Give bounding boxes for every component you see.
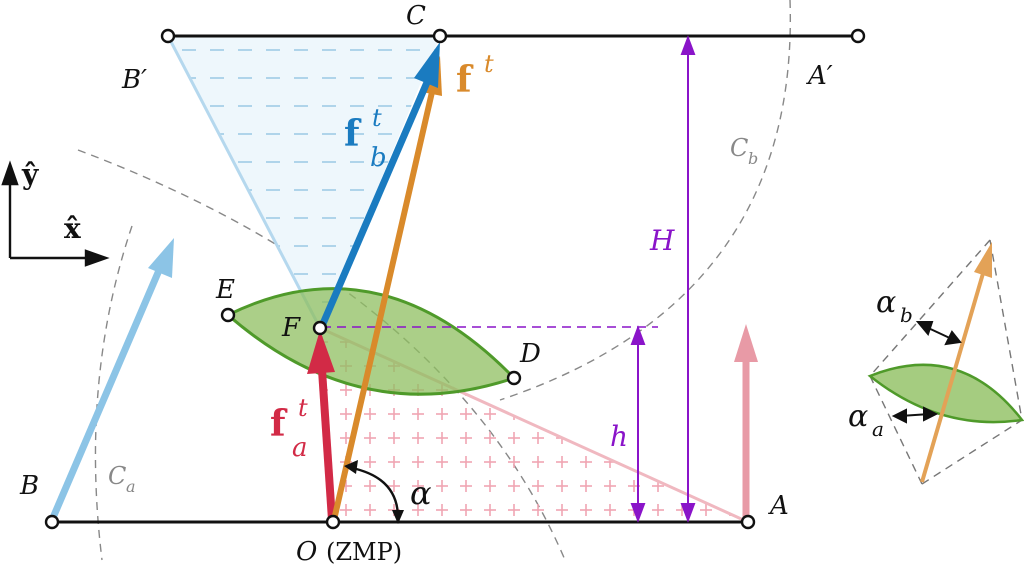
label-f: F bbox=[281, 313, 301, 343]
label-alpha-a: α bbox=[848, 399, 868, 434]
pink-force-arrow bbox=[734, 324, 758, 520]
label-alpha-b: α bbox=[876, 285, 896, 320]
label-fb-force-sup: t bbox=[372, 104, 382, 132]
label-axis-x: x̂ bbox=[64, 212, 81, 245]
light-blue-force-arrow bbox=[48, 238, 174, 522]
upper-friction-hatch bbox=[168, 36, 440, 328]
label-alpha-b-sub: b bbox=[900, 303, 913, 327]
edge-bprime-f bbox=[166, 35, 322, 329]
label-o: O bbox=[296, 537, 317, 567]
label-alpha: α bbox=[410, 474, 432, 512]
point-b bbox=[44, 514, 60, 530]
label-alpha-a-sub: a bbox=[872, 417, 884, 441]
label-fb-force-sub: b bbox=[370, 143, 387, 173]
label-f-force-sup: t bbox=[484, 50, 494, 78]
stability-lens bbox=[225, 287, 517, 396]
curve-ca-lower bbox=[94, 225, 133, 561]
point-aprime bbox=[850, 28, 866, 44]
point-f bbox=[312, 320, 328, 336]
label-axis-y: ŷ bbox=[21, 158, 39, 191]
height-H-dimension bbox=[680, 35, 696, 523]
point-c bbox=[432, 28, 448, 44]
label-fa-force: f bbox=[270, 403, 288, 445]
point-d bbox=[506, 370, 522, 386]
label-cb-sub: b bbox=[748, 149, 758, 168]
height-h-dimension bbox=[630, 325, 646, 523]
label-a: A bbox=[768, 491, 789, 521]
label-h: h bbox=[610, 420, 628, 453]
curve-cb bbox=[499, 0, 791, 401]
label-ca: C bbox=[108, 462, 126, 490]
label-fa-force-sup: t bbox=[298, 394, 308, 422]
label-aprime: A′ bbox=[806, 61, 833, 91]
label-b: B bbox=[19, 471, 39, 501]
label-bprime: B′ bbox=[121, 65, 147, 95]
point-a bbox=[740, 514, 756, 530]
label-ca-sub: a bbox=[126, 477, 136, 496]
label-d: D bbox=[519, 339, 541, 369]
label-fb-force: f bbox=[344, 113, 362, 155]
inset-cone-diagram bbox=[867, 239, 1024, 485]
point-markers bbox=[44, 28, 866, 530]
point-bprime bbox=[160, 28, 176, 44]
point-e bbox=[220, 307, 236, 323]
alpha-angle-arc bbox=[344, 460, 404, 524]
label-f-force: f bbox=[456, 59, 474, 101]
force-fb-arrow bbox=[318, 42, 440, 328]
label-cb: C bbox=[730, 134, 748, 162]
point-o bbox=[325, 514, 341, 530]
label-zmp: (ZMP) bbox=[326, 538, 402, 566]
label-c: C bbox=[406, 1, 426, 31]
label-fa-force-sub: a bbox=[292, 433, 308, 463]
label-H: H bbox=[649, 224, 675, 257]
labels: C B′ A′ E F D B A O (ZMP) C a C b H h α … bbox=[19, 1, 913, 567]
force-fa-arrow bbox=[307, 330, 336, 521]
axes-icon bbox=[1, 160, 110, 267]
label-e: E bbox=[215, 275, 235, 305]
